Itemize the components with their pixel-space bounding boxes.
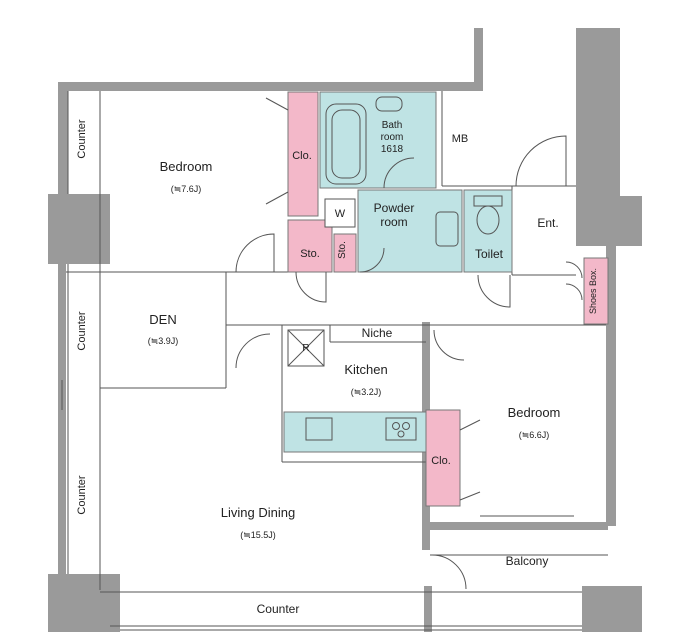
wall-bottom-right-pillar (582, 586, 642, 632)
washer-box (324, 198, 356, 228)
toilet-room (463, 189, 513, 273)
shoes-box-label: Shoes Box. (588, 268, 598, 314)
bath-line1: Bath (382, 120, 403, 131)
storage1-label: Sto. (300, 248, 320, 260)
kitchen-counter (283, 411, 427, 453)
wall-right (606, 246, 616, 526)
toilet-bowl (476, 205, 500, 235)
labels: Bedroom (≒7.6J) Clo. Sto. Sto. Bath room… (76, 119, 598, 616)
wall-balcony-divider (424, 586, 432, 632)
den-name: DEN (149, 312, 176, 327)
powder-room (357, 189, 463, 273)
kitchen-sink (305, 417, 333, 441)
closet2-label: Clo. (431, 455, 451, 467)
kitchen-name: Kitchen (344, 362, 387, 377)
powder-sink (435, 211, 459, 247)
shoes-box (583, 257, 609, 325)
den-size: (≒3.9J) (148, 336, 179, 346)
wall-left-top (58, 82, 68, 194)
wall-top-right-stub (474, 28, 483, 91)
closet-1 (287, 91, 319, 217)
entrance-label: Ent. (537, 216, 558, 230)
fixtures (287, 96, 503, 441)
powder-line2: room (380, 215, 407, 229)
bathtub (325, 103, 367, 185)
bedroom2-size: (≒6.6J) (519, 430, 550, 440)
mb-label: MB (452, 133, 469, 145)
living-size: (≒15.5J) (240, 530, 276, 540)
bath-sink (375, 96, 403, 112)
wall-right-column (576, 28, 620, 198)
closet1-label: Clo. (292, 150, 312, 162)
storage2-label: Sto. (337, 241, 348, 259)
living-name: Living Dining (221, 505, 295, 520)
storage-areas (287, 91, 609, 507)
bath-line2: room (381, 132, 404, 143)
closet-2 (425, 409, 461, 507)
bathroom (319, 91, 437, 189)
bedroom1-size: (≒7.6J) (171, 184, 202, 194)
niche-label: Niche (362, 326, 393, 340)
interior-lines (66, 91, 608, 627)
bath-line3: 1618 (381, 144, 404, 155)
bedroom1-name: Bedroom (160, 159, 213, 174)
fridge-label: R (302, 343, 309, 354)
powder-line1: Powder (374, 201, 415, 215)
balcony-label: Balcony (506, 554, 549, 568)
wall-top (66, 82, 476, 91)
wall-left (58, 264, 66, 574)
wall-bottom-left-pillar (48, 574, 120, 632)
doors (235, 97, 583, 590)
counter-left-top: Counter (76, 119, 88, 158)
counter-left-bottom: Counter (76, 475, 88, 514)
storage-2 (333, 233, 357, 273)
kitchen-size: (≒3.2J) (351, 387, 382, 397)
storage-1 (287, 219, 333, 273)
toilet-label: Toilet (475, 247, 504, 261)
stove (385, 417, 417, 441)
counter-bottom: Counter (257, 602, 300, 616)
wall-bedroom2-bottom (422, 522, 608, 530)
wet-areas (283, 91, 513, 453)
wall-left-pillar (48, 194, 110, 264)
wall-right-bump (576, 196, 642, 246)
windows (61, 91, 582, 631)
washer-label: W (335, 208, 346, 220)
counter-left-mid: Counter (76, 311, 88, 350)
bedroom2-name: Bedroom (508, 405, 561, 420)
